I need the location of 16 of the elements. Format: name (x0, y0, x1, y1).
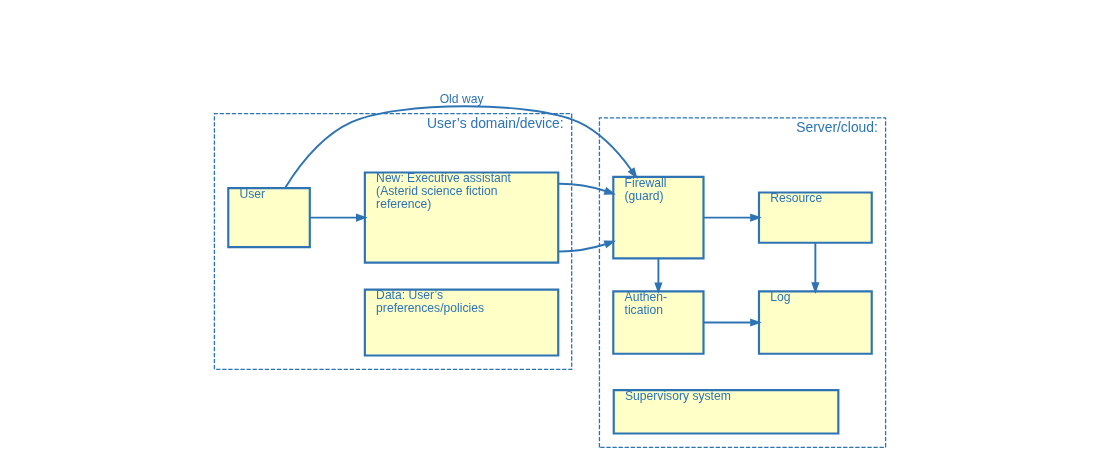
arrow (283, 105, 638, 189)
arrow (557, 182, 616, 253)
node-box: Data: User’s preferences/policies (363, 288, 559, 357)
arrow (702, 213, 762, 222)
arrow (702, 318, 762, 327)
node-box: Resource (757, 191, 873, 244)
node-box: Supervisory system (612, 389, 839, 435)
arrow (810, 241, 819, 294)
node-box: User (226, 187, 311, 249)
arrow (653, 257, 662, 295)
node-box: Firewall (guard) (611, 175, 705, 260)
node-box: New: Executive assistant (Asterid science fiction reference) (363, 171, 559, 264)
arrow (308, 213, 368, 222)
edge-label: Old way (439, 92, 483, 107)
node-box: Authen- tication (611, 290, 705, 355)
node-box: Log (757, 290, 873, 355)
